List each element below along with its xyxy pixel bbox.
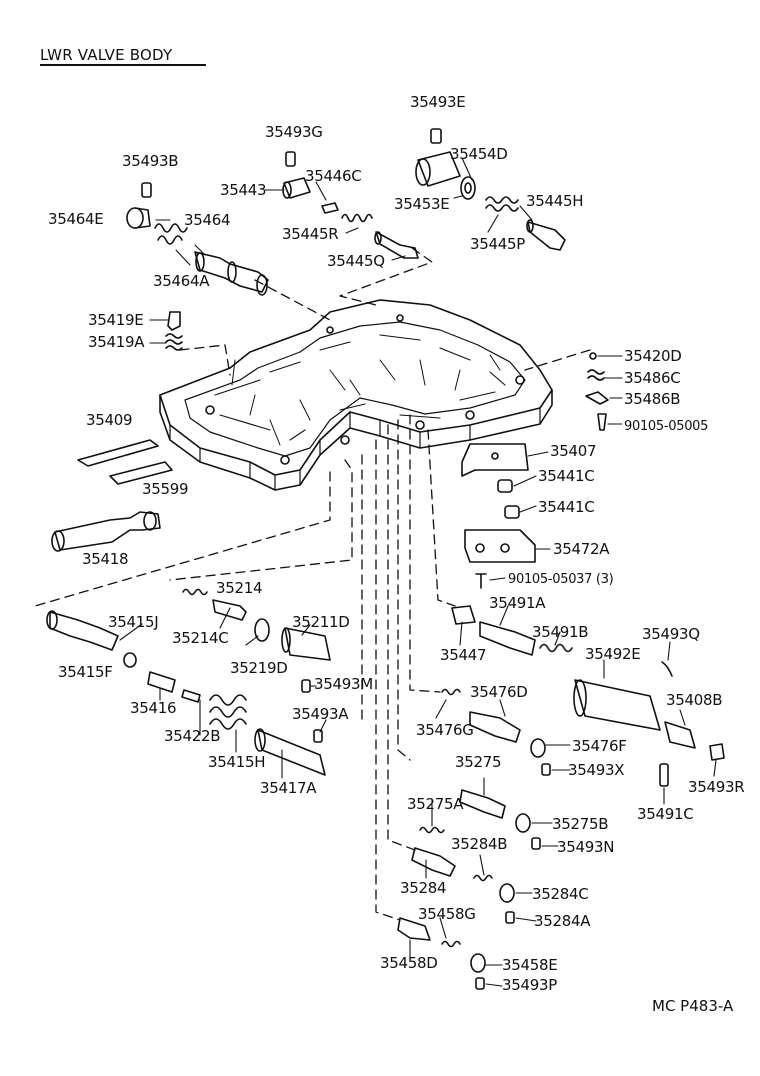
label-35422B: 35422B [164,727,221,745]
label-35491C: 35491C [637,805,694,823]
label-35493B: 35493B [122,152,179,170]
label-35219D: 35219D [230,659,288,677]
part-shapes [46,128,725,990]
label-35441C-upper: 35441C [538,467,595,485]
label-35419E: 35419E [88,311,144,329]
valve-body-plate [159,299,553,491]
label-35493E-top: 35493E [410,93,466,111]
label-35214C: 35214C [172,629,229,647]
label-35493G: 35493G [265,123,323,141]
assembly-dashes [34,247,591,921]
label-35443: 35443 [220,181,267,199]
label-35211D: 35211D [292,613,350,631]
label-35472A: 35472A [553,540,610,558]
label-90105-05005: 90105-05005 [624,419,709,434]
label-35476G: 35476G [416,721,474,739]
label-35492E: 35492E [585,645,641,663]
diagram-title: LWR VALVE BODY [40,46,173,64]
label-90105-05037: 90105-05037 (3) [508,572,614,587]
label-35491A: 35491A [489,594,546,612]
label-35445Q: 35445Q [327,252,385,270]
label-35493A: 35493A [292,705,349,723]
label-35275B: 35275B [552,815,609,833]
label-35464A: 35464A [153,272,210,290]
label-35284A: 35284A [534,912,591,930]
label-35454D: 35454D [450,145,508,163]
label-35458G: 35458G [418,905,476,923]
label-35441C-lower: 35441C [538,498,595,516]
label-35493X: 35493X [568,761,625,779]
label-35445P: 35445P [470,235,525,253]
label-35408B: 35408B [666,691,723,709]
leader-lines [119,157,717,987]
label-35284: 35284 [400,879,447,897]
label-35284C: 35284C [532,885,589,903]
label-35493R: 35493R [688,778,745,796]
label-35415J: 35415J [108,613,159,631]
label-35458E: 35458E [502,956,558,974]
label-35419A: 35419A [88,333,145,351]
label-35493M: 35493M [314,675,373,693]
label-35418: 35418 [82,550,129,568]
label-35493Q: 35493Q [642,625,700,643]
label-35416: 35416 [130,699,177,717]
label-35445H: 35445H [526,192,584,210]
label-35275: 35275 [455,753,502,771]
label-35464: 35464 [184,211,231,229]
label-35420D: 35420D [624,347,682,365]
label-35409: 35409 [86,411,133,429]
label-35417A: 35417A [260,779,317,797]
footer-code: MC P483-A [652,997,734,1015]
label-35491B: 35491B [532,623,589,641]
label-35447: 35447 [440,646,487,664]
label-35275A: 35275A [407,795,464,813]
label-35284B: 35284B [451,835,508,853]
label-35493P: 35493P [502,976,557,994]
label-35407: 35407 [550,442,597,460]
label-35446C: 35446C [305,167,362,185]
label-35415F: 35415F [58,663,113,681]
title-underline [40,64,206,66]
label-35214: 35214 [216,579,263,597]
label-35599: 35599 [142,480,189,498]
label-35486C: 35486C [624,369,681,387]
label-35445R: 35445R [282,225,339,243]
label-35493N: 35493N [557,838,615,856]
label-35453E: 35453E [394,195,450,213]
label-35464E: 35464E [48,210,104,228]
label-35415H: 35415H [208,753,266,771]
label-35458D: 35458D [380,954,438,972]
label-35476D: 35476D [470,683,528,701]
label-35476F: 35476F [572,737,627,755]
label-35486B: 35486B [624,390,681,408]
